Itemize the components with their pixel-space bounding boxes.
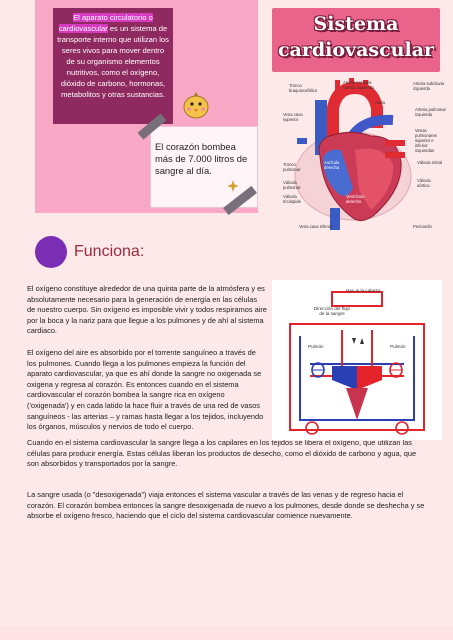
label-valv-tric: Válvula tricúspide: [283, 194, 301, 204]
label-valv-mitral: Válvula mitral: [417, 160, 443, 165]
diagram-lung-right: Pulmón: [390, 344, 406, 349]
label-carotida: Arteria carótida común izquierda: [343, 80, 374, 90]
diagram-top-label: Hac·ia la cabeza: [345, 288, 381, 293]
paragraph-2: El oxígeno del aire es absorbido por el …: [27, 348, 264, 432]
label-auricula-der: Aurícula derecha: [324, 160, 340, 170]
title-line-1: Sistema: [313, 13, 399, 35]
section-bullet: [35, 236, 67, 268]
chick-icon: [183, 92, 209, 119]
label-tronco-braquio: Tronco braquiocefálico: [289, 83, 318, 93]
diagram-lung-left: Pulmón: [308, 344, 324, 349]
label-tronco-pulm: Tronco pulmonar: [283, 162, 301, 172]
label-aorta: Aorta: [375, 100, 386, 105]
section-title: Funciona:: [74, 243, 145, 260]
label-pulmonar-izq: Arteria pulmonar izquierda: [415, 107, 446, 117]
label-valv-aortica: Válvula aórtica: [417, 178, 431, 188]
title-banner: [272, 8, 440, 72]
label-pericardio: Pericardio: [413, 224, 432, 229]
label-cava-inf: Vena cava inferior: [299, 224, 333, 229]
label-subclavia: Arteria subclavia izquierda: [413, 81, 444, 91]
title-line-2: cardiovascular: [277, 39, 435, 61]
note-text: El corazón bombea más de 7.000 litros de…: [155, 141, 248, 176]
paragraph-4: La sangre usada (o "desoxigenada") viaja…: [27, 490, 425, 521]
page-footer-band: [0, 626, 453, 640]
circulation-diagram: Hac·ia la cabeza Dirección del flujo de …: [272, 280, 442, 440]
page-title: Sistema cardiovascular: [272, 11, 440, 63]
label-cava-sup: Vena cava superior: [283, 112, 303, 122]
label-ventriculo: Ventrículo derecho: [346, 194, 365, 204]
diagram-direction-label: Dirección del flujo de la sangre: [313, 306, 351, 316]
intro-text: es un sistema de transporte interno que …: [57, 24, 169, 99]
label-valv-pulm: Válvula pulmonar: [283, 180, 301, 190]
label-venas-pulm: Venas pulmonares superior e inferior izq…: [415, 128, 437, 153]
paragraph-1: El oxígeno constituye alrededor de una q…: [27, 284, 267, 336]
heart-illustration: Tronco braquiocefálico Arteria carótida …: [275, 78, 447, 230]
star-icon: [227, 180, 239, 192]
intro-box: El aparato circulatorio o cardiovascular…: [53, 8, 173, 124]
paragraph-3: Cuando en el sistema cardiovascular la s…: [27, 438, 417, 469]
